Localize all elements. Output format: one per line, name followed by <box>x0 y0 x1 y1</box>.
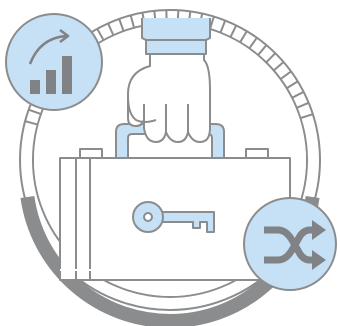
ring-tick <box>129 14 136 29</box>
ring-tick <box>229 24 238 38</box>
ring-tick <box>257 44 268 56</box>
hand-icon <box>127 18 211 143</box>
ring-tick <box>248 37 258 49</box>
ring-tick <box>28 108 42 115</box>
sleeve-cuff <box>141 18 211 41</box>
ring-tick <box>219 20 227 33</box>
ring-tick <box>273 61 285 72</box>
key-icon <box>132 201 215 233</box>
ring-tick <box>279 70 292 80</box>
ring-tick <box>286 80 299 90</box>
shuffle-badge <box>243 197 337 291</box>
ring-tick <box>24 120 38 126</box>
ring-tick <box>96 28 105 41</box>
ring-tick <box>107 22 115 36</box>
ring-tick <box>296 101 310 109</box>
ring-tick <box>300 113 314 120</box>
ring-tick <box>265 52 277 64</box>
growth-chart-icon <box>28 29 72 94</box>
ring-tick <box>118 18 125 32</box>
ring-tick <box>239 30 248 43</box>
ring-tick <box>291 91 305 99</box>
growth-chart-badge <box>5 13 103 111</box>
shuffle-icon <box>264 220 326 270</box>
